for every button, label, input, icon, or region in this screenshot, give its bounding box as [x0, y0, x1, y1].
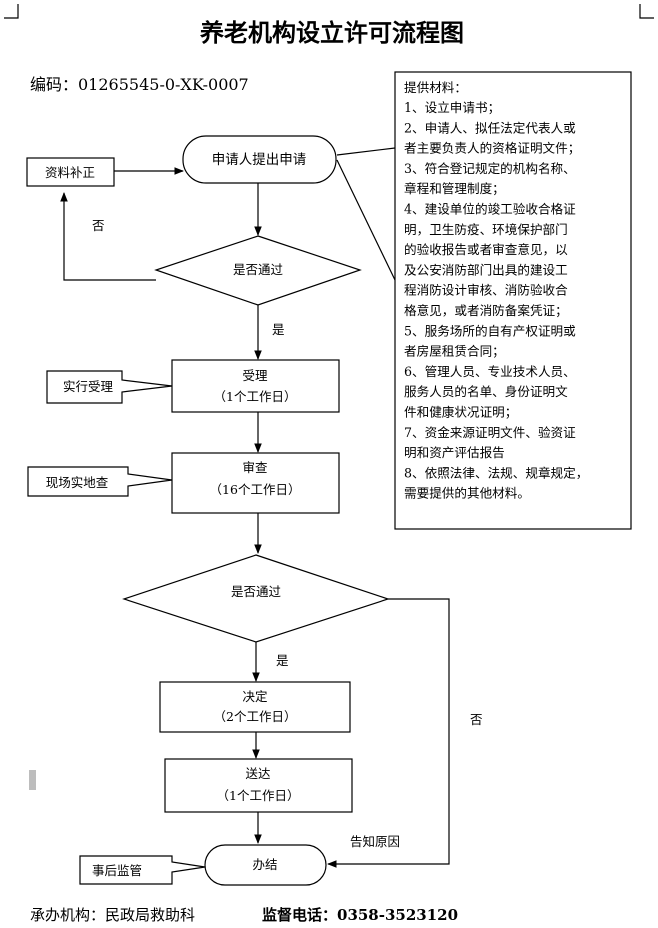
review-note-label: 现场实地查 — [46, 475, 109, 490]
decide-box — [159, 681, 351, 733]
materials-line: 8、依照法律、法规、规章规定， — [404, 465, 588, 480]
decide-days: （2个工作日） — [214, 709, 297, 724]
apply-node — [182, 135, 337, 184]
materials-line: 者主要负责人的资格证明文件； — [404, 141, 580, 157]
finish-label: 办结 — [252, 857, 277, 872]
decision1-label: 是否通过 — [233, 262, 284, 277]
materials-line: 2、申请人、拟任法定代表人或 — [404, 120, 576, 135]
materials-heading: 提供材料： — [404, 80, 467, 95]
materials-line: 1、设立申请书； — [404, 100, 500, 116]
accept-days: （1个工作日） — [214, 389, 297, 404]
review-note-callout — [27, 466, 173, 497]
review-days: （16个工作日） — [210, 482, 301, 497]
crop-mark-top-right — [639, 4, 654, 19]
accept-label: 受理 — [242, 368, 268, 383]
decision1-no-arrow — [60, 192, 156, 281]
materials-callout-lower — [336, 159, 396, 281]
finish-node — [204, 844, 327, 886]
crop-mark-top-left — [4, 4, 19, 19]
materials-line: 的验收报告或者审查意见，以 — [404, 242, 568, 257]
deliver-box — [164, 758, 353, 813]
page-title: 养老机构设立许可流程图 — [199, 18, 464, 47]
apply-label: 申请人提出申请 — [212, 152, 307, 168]
materials-line: 服务人员的名单、身份证明文 — [404, 384, 568, 399]
deliver-label: 送达 — [245, 766, 271, 781]
footer-phone: 监督电话：0358-3523120 — [262, 906, 458, 924]
materials-line: 程消防设计审核、消防验收合 — [404, 283, 568, 298]
footer-organizer: 承办机构：民政局救助科 — [30, 906, 195, 924]
decision2-no-label: 否 — [470, 712, 483, 727]
materials-line: 5、服务场所的自有产权证明或 — [404, 323, 576, 338]
review-label: 审查 — [242, 460, 268, 475]
accept-note-callout — [46, 370, 173, 404]
materials-line: 7、资金来源证明文件、验资证 — [404, 425, 576, 440]
decide-label: 决定 — [242, 689, 267, 704]
accept-note-label: 实行受理 — [63, 379, 114, 394]
materials-line: 及公安消防部门出具的建设工 — [404, 262, 568, 277]
decision2-label: 是否通过 — [231, 584, 282, 599]
decision1-no-label: 否 — [92, 218, 105, 233]
accept-box — [171, 359, 340, 413]
materials-line: 明，卫生防疫、环境保护部门 — [404, 222, 568, 237]
notify-reason-label: 告知原因 — [350, 834, 400, 849]
supervise-callout — [79, 855, 206, 885]
page-marker — [29, 770, 36, 790]
supplement-box — [26, 157, 115, 187]
document-code: 编码：01265545-0-XK-0007 — [30, 75, 249, 94]
materials-callout-upper — [336, 147, 396, 156]
materials-line: 需要提供的其他材料。 — [404, 486, 530, 501]
materials-line: 格意见，或者消防备案凭证； — [404, 303, 568, 319]
deliver-days: （1个工作日） — [217, 788, 300, 803]
materials-line: 章程和管理制度； — [404, 181, 505, 197]
materials-line: 3、符合登记规定的机构名称、 — [404, 161, 576, 176]
decision1-yes-label: 是 — [272, 322, 285, 337]
supplement-label: 资料补正 — [45, 165, 95, 180]
materials-box — [394, 71, 632, 530]
decision2-no-arrow — [327, 598, 450, 868]
materials-line: 明和资产评估报告 — [404, 445, 505, 460]
decision2-yes-label: 是 — [276, 653, 289, 668]
materials-line: 6、管理人员、专业技术人员、 — [404, 364, 576, 379]
materials-line: 4、建设单位的竣工验收合格证 — [404, 202, 576, 217]
supervise-label: 事后监管 — [92, 863, 142, 878]
materials-line: 件和健康状况证明； — [404, 405, 517, 421]
review-box — [171, 452, 340, 514]
materials-line: 者房屋租赁合同； — [404, 344, 505, 360]
